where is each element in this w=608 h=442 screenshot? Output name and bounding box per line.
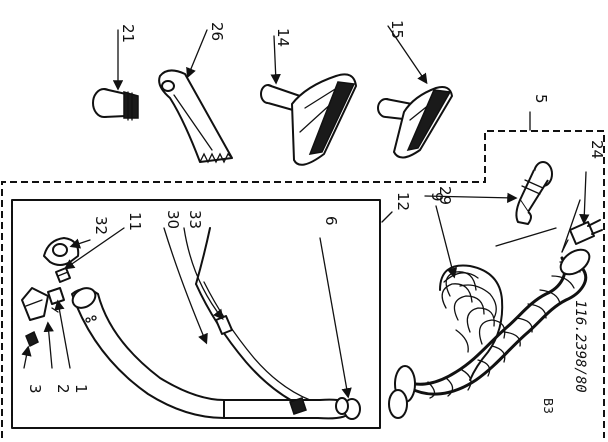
clip-ring-part (43, 237, 80, 266)
handle-hardware-parts (21, 287, 65, 348)
hose-group-outline (11, 199, 381, 429)
callout-33: 33 (186, 210, 204, 229)
callout-15: 15 (388, 20, 406, 39)
dusting-brush-part (92, 88, 139, 121)
swivel-connector-part (515, 161, 553, 225)
callout-29: 29 (436, 186, 454, 205)
callout-12: 12 (394, 192, 412, 211)
hose-wand-part (71, 287, 361, 420)
callout-2: 2 (54, 384, 72, 394)
callout-3: 3 (26, 384, 44, 394)
latch-part (55, 267, 71, 283)
callout-9: 9 (428, 192, 446, 202)
coiled-hose-part (388, 248, 591, 419)
electrical-wire-part (195, 227, 311, 415)
callout-30: 30 (164, 210, 182, 229)
callout-32: 32 (92, 216, 110, 235)
callout-11: 11 (126, 212, 144, 231)
leader-lines (21, 25, 590, 399)
callout-24: 24 (588, 140, 606, 159)
callout-1: 1 (72, 384, 90, 394)
callout-26: 26 (208, 22, 226, 41)
callout-labels: 21 26 14 15 5 9 24 12 29 32 11 30 33 6 3… (26, 20, 606, 414)
callout-5: 5 (532, 94, 550, 104)
crevice-tool-part (158, 69, 233, 164)
drawing-number: 116.2398/80 (572, 300, 588, 393)
callout-21: 21 (119, 24, 137, 43)
callout-14: 14 (274, 28, 292, 47)
corner-mark: B3 (541, 398, 555, 414)
floor-tool-part (260, 73, 357, 166)
callout-6: 6 (322, 216, 340, 226)
assembly-outline (1, 130, 605, 438)
upholstery-tool-part (377, 86, 453, 159)
